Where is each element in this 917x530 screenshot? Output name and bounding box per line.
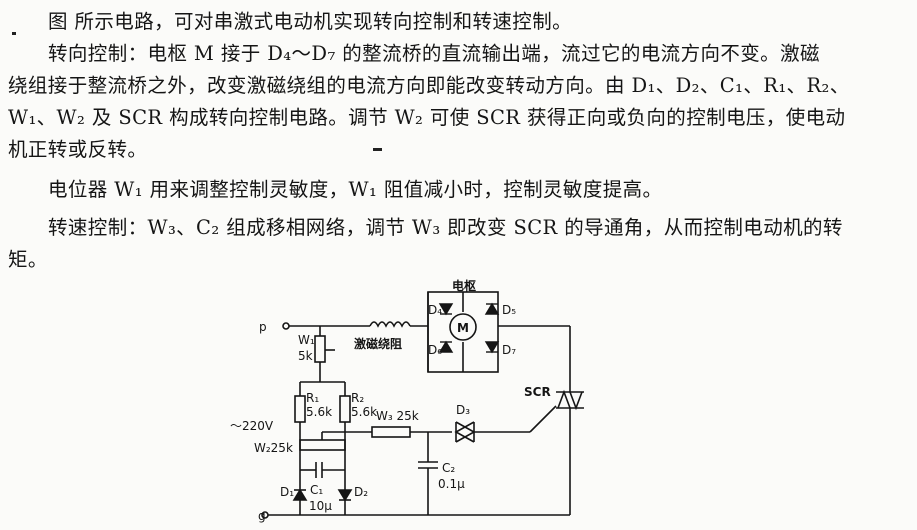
label-d4: D₄ <box>428 303 442 317</box>
r2-resistor <box>339 395 351 423</box>
label-r1-name: R₁ <box>306 391 319 405</box>
terminal-p <box>282 322 290 330</box>
print-speck <box>373 148 382 151</box>
label-w1-name: W₁ <box>298 333 315 347</box>
label-armature: 电枢 <box>452 278 476 293</box>
label-d7: D₇ <box>502 343 516 357</box>
r1-resistor <box>294 395 306 423</box>
label-d5: D₅ <box>502 303 516 317</box>
label-g: g <box>258 509 266 523</box>
label-c2-name: C₂ <box>442 461 455 475</box>
label-r2-name: R₂ <box>351 391 364 405</box>
text-line-5: 机正转或反转。 <box>8 138 148 161</box>
label-c1-name: C₁ <box>310 483 323 497</box>
text-line-7: 转速控制：W₃、C₂ 组成移相网络，调节 W₃ 即改变 SCR 的导通角，从而控… <box>48 216 843 239</box>
label-r1-value: 5.6k <box>306 405 332 419</box>
text-line-1: 图 所示电路，可对串激式电动机实现转向控制和转速控制。 <box>48 10 572 33</box>
text-line-4: W₁、W₂ 及 SCR 构成转向控制电路。调节 W₂ 可使 SCR 获得正向或负… <box>8 106 846 129</box>
label-p: p <box>259 320 267 334</box>
label-w3: W₃ 25k <box>376 409 419 423</box>
label-d3: D₃ <box>456 403 470 417</box>
label-w2: W₂25k <box>254 441 293 455</box>
label-d1: D₁ <box>280 485 294 499</box>
field-winding <box>369 321 411 328</box>
label-d2: D₂ <box>354 485 368 499</box>
text-line-2: 转向控制：电枢 M 接于 D₄～D₇ 的整流桥的直流输出端，流过它的电流方向不变… <box>48 42 820 65</box>
w2-pot <box>299 439 346 451</box>
label-source: ～220V <box>230 419 274 433</box>
print-speck <box>12 32 16 35</box>
label-c1-value: 10μ <box>309 499 332 513</box>
w3-pot <box>371 426 411 438</box>
text-line-8: 矩。 <box>8 248 48 271</box>
motor-symbol <box>449 313 477 341</box>
label-field-winding: 激磁绕阻 <box>354 336 402 351</box>
label-r2-value: 5.6k <box>351 405 377 419</box>
label-w1-value: 5k <box>298 349 313 363</box>
label-d6: D₆ <box>428 343 442 357</box>
w1-pot <box>314 335 326 363</box>
text-line-6: 电位器 W₁ 用来调整控制灵敏度，W₁ 阻值减小时，控制灵敏度提高。 <box>48 178 663 201</box>
label-motor: M <box>457 321 469 335</box>
text-line-3: 绕组接于整流桥之外，改变激磁绕组的电流方向即能改变转动方向。由 D₁、D₂、C₁… <box>8 74 850 97</box>
label-scr: SCR <box>524 385 551 399</box>
label-c2-value: 0.1μ <box>438 477 465 491</box>
